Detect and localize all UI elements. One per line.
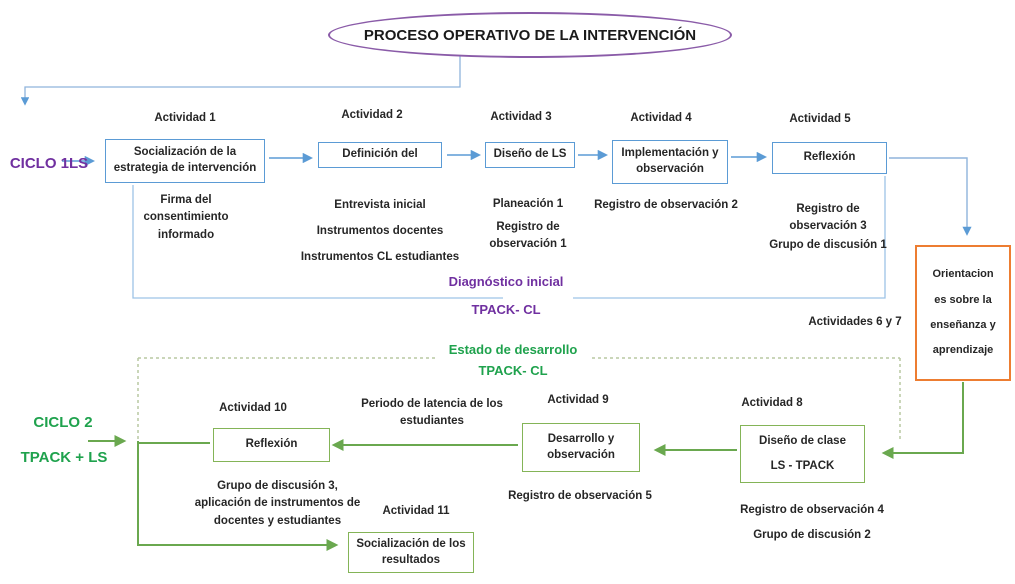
- activity-5-note-2: Grupo de discusión 1: [769, 239, 887, 251]
- activity-5-box: Reflexión: [772, 142, 887, 174]
- activity-3-label: Actividad 3: [490, 111, 552, 123]
- estado-tpack-label: TPACK- CL: [478, 363, 548, 378]
- activity-8-label: Actividad 8: [741, 397, 803, 409]
- activity-8-note-1: Registro de observación 4: [740, 504, 884, 516]
- activity-9-label: Actividad 9: [547, 394, 609, 406]
- cycle2-label-line1: CICLO 2: [33, 414, 93, 431]
- estado-desarrollo-label: Estado de desarrollo: [448, 342, 578, 357]
- connector-title-to-cycle1: [20, 56, 461, 106]
- title-oval: PROCESO OPERATIVO DE LA INTERVENCIÓN: [328, 12, 732, 58]
- activity-2-note-2: Instrumentos docentes: [316, 225, 444, 237]
- activity-10-label: Actividad 10: [219, 402, 287, 414]
- activity-2-note-1: Entrevista inicial: [334, 199, 426, 211]
- activity-2-box: Definición del: [318, 142, 442, 168]
- connector-act5-to-orientaciones: [889, 157, 972, 236]
- activity-3-note-1: Planeación 1: [492, 198, 564, 210]
- orientaciones-box: Orientacion es sobre la enseñanza y apre…: [915, 245, 1011, 381]
- activity-9-note: Registro de observación 5: [508, 490, 652, 502]
- activity-2-note-3: Instrumentos CL estudiantes: [300, 251, 460, 263]
- diagnostico-inicial-label: Diagnóstico inicial: [448, 274, 564, 289]
- cycle1-label: CICLO 1LS: [9, 155, 89, 172]
- activity-3-note-2: Registro de observación 1: [489, 221, 567, 251]
- activity-3-box: Diseño de LS: [485, 142, 575, 168]
- activity-4-note: Registro de observación 2: [594, 199, 738, 211]
- activity-4-label: Actividad 4: [630, 112, 692, 124]
- activity-10-note: Grupo de discusión 3, aplicación de inst…: [194, 480, 361, 527]
- activity-10-box: Reflexión: [213, 428, 330, 462]
- activity-2-label: Actividad 2: [341, 109, 403, 121]
- periodo-latencia-label: Periodo de latencia de los estudiantes: [361, 398, 503, 428]
- activity-11-box: Socialización de los resultados: [348, 532, 474, 573]
- diagnostico-tpack-label: TPACK- CL: [455, 300, 557, 321]
- actividades-6-7-label: Actividades 6 y 7: [808, 316, 902, 328]
- activity-1-box: Socialización de la estrategia de interv…: [105, 139, 265, 183]
- page-title: PROCESO OPERATIVO DE LA INTERVENCIÓN: [363, 26, 697, 44]
- activity-1-label: Actividad 1: [154, 112, 216, 124]
- activity-5-label: Actividad 5: [789, 113, 851, 125]
- cycle2-label-line2: TPACK + LS: [20, 449, 108, 466]
- activity-5-note-1: Registro de observación 3: [789, 203, 867, 233]
- activity-8-note-2: Grupo de discusión 2: [753, 529, 871, 541]
- connector-orientaciones-to-act8: [881, 382, 964, 459]
- activity-9-box: Desarrollo y observación: [522, 423, 640, 472]
- activity-11-label: Actividad 11: [382, 505, 450, 517]
- activity-4-box: Implementación y observación: [612, 140, 728, 184]
- activity-8-box: Diseño de clase LS - TPACK: [740, 425, 865, 483]
- activity-1-note: Firma del consentimiento informado: [143, 194, 229, 241]
